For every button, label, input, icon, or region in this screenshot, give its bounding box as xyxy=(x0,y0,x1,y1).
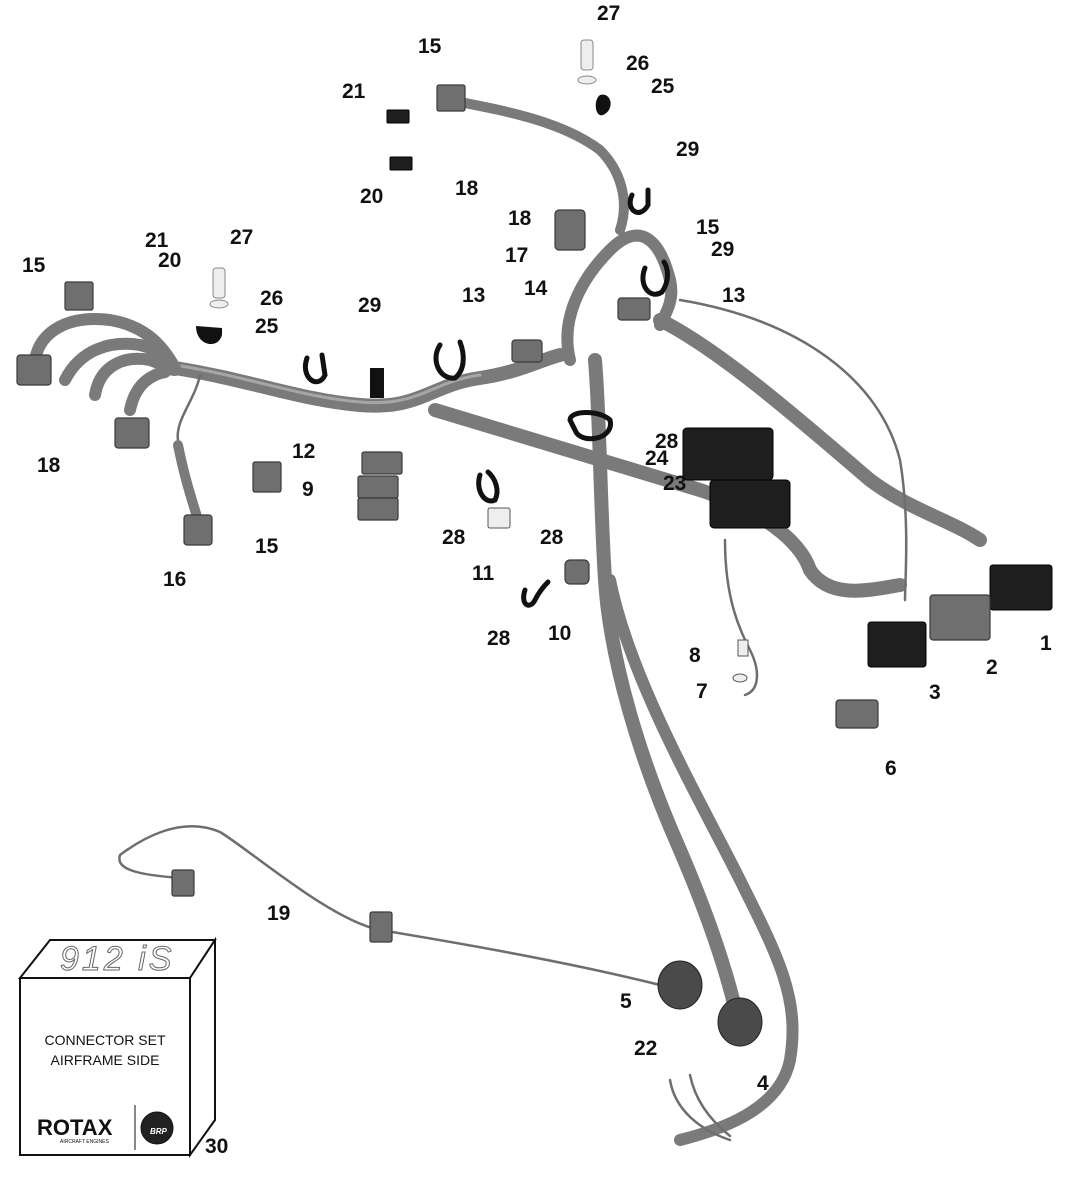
callout-28d: 28 xyxy=(487,627,511,650)
callout-15a: 15 xyxy=(22,254,46,277)
ecu-connector-1 xyxy=(989,564,1053,611)
callout-labels: 1 2 3 4 5 6 7 8 9 10 11 12 13 13 14 15 1… xyxy=(22,2,1052,1158)
box-line-2: AIRFRAME SIDE xyxy=(51,1052,160,1068)
callout-19: 19 xyxy=(267,902,290,925)
callout-22: 22 xyxy=(634,1037,657,1060)
connector-12 xyxy=(361,451,403,475)
callout-26b: 26 xyxy=(260,287,283,310)
callout-3: 3 xyxy=(929,681,941,704)
clip-29d xyxy=(627,187,651,215)
callout-20b: 20 xyxy=(158,249,181,272)
callout-10: 10 xyxy=(548,622,571,645)
connector-17 xyxy=(554,209,586,251)
clip-29c xyxy=(433,339,466,381)
ecu-connector-3 xyxy=(867,621,927,668)
callout-4: 4 xyxy=(757,1072,769,1095)
connector-9b xyxy=(357,497,399,521)
callout-24: 24 xyxy=(645,447,669,470)
tie-28a xyxy=(567,410,613,442)
callout-6: 6 xyxy=(885,757,897,780)
clip-29a xyxy=(302,352,328,384)
clip-29b xyxy=(370,368,384,398)
ring-terminal-7 xyxy=(732,673,748,683)
clamp-25-top xyxy=(595,94,611,116)
callout-27b: 27 xyxy=(230,226,253,249)
rotax-logo: ROTAX xyxy=(37,1115,113,1140)
callout-9: 9 xyxy=(302,478,314,501)
round-connector-5 xyxy=(657,960,703,1010)
terminal-8 xyxy=(737,639,749,657)
callout-8: 8 xyxy=(689,644,701,667)
callout-17: 17 xyxy=(505,244,528,267)
injector-18 xyxy=(16,354,52,386)
bolt-27-left xyxy=(212,267,226,299)
plug-19b xyxy=(369,911,393,943)
callout-15c: 15 xyxy=(696,216,720,239)
callout-15d: 15 xyxy=(255,535,279,558)
callout-5: 5 xyxy=(620,990,632,1013)
callout-11: 11 xyxy=(472,562,495,585)
callout-2: 2 xyxy=(986,656,998,679)
callout-29b: 29 xyxy=(676,138,699,161)
connector-6 xyxy=(835,699,879,729)
callout-28b: 28 xyxy=(442,526,466,549)
connector-set-box: 912 iS CONNECTOR SET AIRFRAME SIDE ROTAX… xyxy=(17,936,217,1159)
clamp-10 xyxy=(564,559,590,585)
connector-15-lower xyxy=(252,461,282,493)
callout-7: 7 xyxy=(696,680,708,703)
callout-18c: 18 xyxy=(508,207,532,230)
tie-28c xyxy=(476,469,500,504)
callout-18a: 18 xyxy=(37,454,61,477)
sensor-16 xyxy=(183,514,213,546)
brp-logo-text: BRP xyxy=(150,1127,168,1136)
callout-13a: 13 xyxy=(462,284,485,307)
plug-19a xyxy=(171,869,195,897)
callout-21b: 21 xyxy=(145,229,169,252)
rotax-sub: AIRCRAFT ENGINES xyxy=(60,1139,109,1145)
callout-1: 1 xyxy=(1040,632,1052,655)
connector-24 xyxy=(682,427,774,481)
bolt-27-top xyxy=(580,39,594,71)
callout-29c: 29 xyxy=(711,238,734,261)
callout-30: 30 xyxy=(205,1135,228,1158)
callout-21a: 21 xyxy=(342,80,366,103)
model-logo: 912 iS xyxy=(60,940,174,978)
callout-28c: 28 xyxy=(540,526,564,549)
brp-logo xyxy=(140,1111,174,1145)
connector-15-left xyxy=(64,281,94,311)
connector-13a xyxy=(511,339,543,363)
tie-28e xyxy=(521,579,551,608)
callout-26a: 26 xyxy=(626,52,649,75)
clip-29e xyxy=(640,259,670,297)
clamp-25-left xyxy=(196,326,222,345)
callout-20a: 20 xyxy=(360,185,383,208)
callout-23: 23 xyxy=(663,472,686,495)
injector-18 xyxy=(114,417,150,449)
callout-18b: 18 xyxy=(455,177,479,200)
hardware xyxy=(196,39,670,608)
callout-14: 14 xyxy=(524,277,548,300)
washer-26-top xyxy=(577,75,597,85)
callout-15b: 15 xyxy=(418,35,442,58)
connector-15-top xyxy=(436,84,466,112)
washer-26-left xyxy=(209,299,229,309)
connector-13b xyxy=(617,297,651,321)
box-line-1: CONNECTOR SET xyxy=(44,1032,166,1048)
ecu-connector-2 xyxy=(929,594,991,641)
callout-25b: 25 xyxy=(255,315,279,338)
connectors xyxy=(16,84,1053,1047)
callout-13b: 13 xyxy=(722,284,745,307)
callout-27a: 27 xyxy=(597,2,620,25)
round-connector-4 xyxy=(717,997,763,1047)
callout-12: 12 xyxy=(292,440,315,463)
connector-9a xyxy=(357,475,399,499)
callout-16: 16 xyxy=(163,568,186,591)
callout-29a: 29 xyxy=(358,294,381,317)
connector-11 xyxy=(487,507,511,529)
callout-25a: 25 xyxy=(651,75,675,98)
connector-23 xyxy=(709,479,791,529)
callout-28a: 28 xyxy=(655,430,679,453)
plug-21-top xyxy=(386,109,410,124)
plug-20-top xyxy=(389,156,413,171)
